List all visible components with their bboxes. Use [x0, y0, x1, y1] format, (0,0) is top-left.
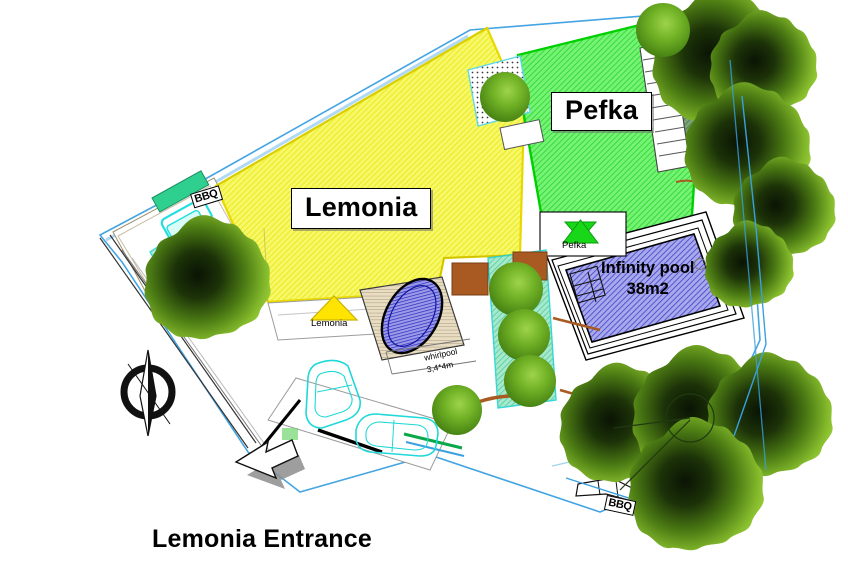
- infinity-pool-line1: Infinity pool: [601, 259, 695, 277]
- whirlpool-deck: [359, 276, 477, 375]
- label-pefka-villa: Pefka: [551, 92, 653, 131]
- car-upper: [305, 359, 362, 429]
- entrance-arrow[interactable]: [234, 439, 305, 489]
- lemonia-marker: [309, 295, 359, 321]
- bush-row: [432, 262, 556, 435]
- label-infinity-pool: Infinity pool 38m2: [601, 258, 694, 299]
- pefka-marker: [539, 211, 627, 257]
- north-compass: [120, 349, 176, 437]
- label-lemonia-entrance: Lemonia Entrance: [152, 525, 372, 553]
- pool-steps: [569, 265, 606, 304]
- label-pefka-marker: Pefka: [562, 240, 587, 251]
- car-lower: [355, 413, 439, 457]
- east-boundary: [733, 95, 767, 437]
- label-lemonia-villa: Lemonia: [291, 188, 432, 229]
- tree-canopy-group: [144, 0, 836, 551]
- infinity-pool-line2: 38m2: [626, 279, 669, 298]
- label-lemonia-marker: Lemonia: [311, 318, 348, 329]
